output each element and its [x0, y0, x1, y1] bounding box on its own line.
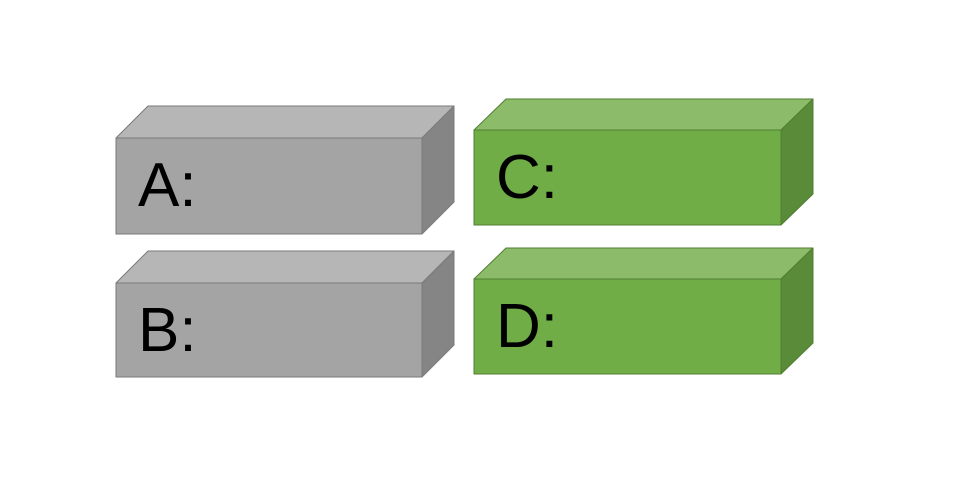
- block-b-front-face: [115, 282, 423, 378]
- block-c-shape: [473, 98, 814, 226]
- block-d-label: D:: [496, 292, 558, 361]
- block-c-front-face: [473, 129, 782, 226]
- block-d-top-face: [473, 247, 814, 280]
- block-c-top-face: [473, 98, 814, 131]
- block-a-label: A:: [138, 151, 197, 220]
- block-a: A:: [115, 105, 456, 235]
- block-a-shape: [115, 105, 455, 235]
- block-b-top-face: [115, 250, 455, 284]
- block-b-shape: [115, 250, 455, 378]
- block-b: B:: [115, 250, 456, 379]
- block-b-label: B:: [138, 296, 197, 365]
- block-a-front-face: [115, 137, 423, 235]
- block-a-top-face: [115, 105, 455, 139]
- block-d-shape: [473, 247, 814, 375]
- block-d: D:: [473, 247, 814, 375]
- block-c: C:: [473, 98, 814, 226]
- block-c-label: C:: [496, 143, 558, 212]
- block-d-front-face: [473, 278, 782, 375]
